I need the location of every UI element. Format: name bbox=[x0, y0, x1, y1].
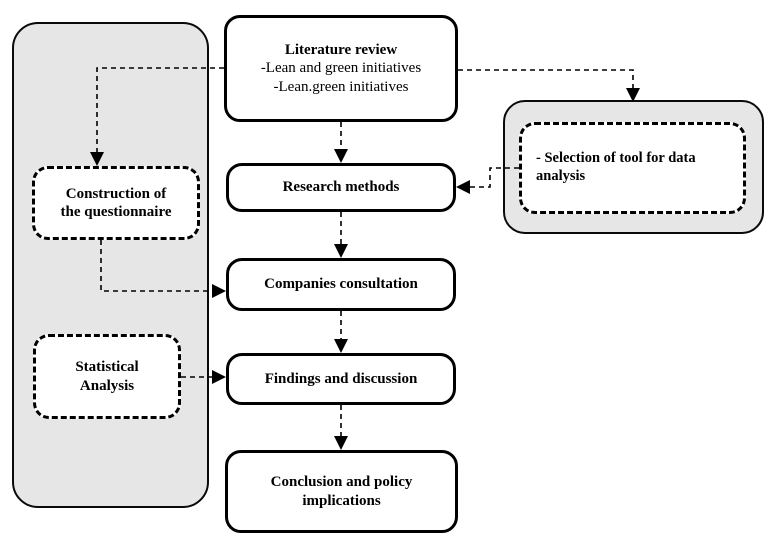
node-research-methods[interactable]: Research methods bbox=[226, 163, 456, 212]
node-construction-of-the-questionnaire[interactable]: Construction of the questionnaire bbox=[32, 166, 200, 240]
node-conclusion-and-policy-implications[interactable]: Conclusion and policy implications bbox=[225, 450, 458, 533]
node-construction-line1: Construction of bbox=[65, 185, 167, 202]
arrowhead-tool-to-research bbox=[456, 180, 470, 194]
node-construction-line2: the questionnaire bbox=[60, 204, 172, 220]
arrowhead-findings-to-conclusion bbox=[334, 436, 348, 450]
node-literature-review-title: Literature review bbox=[284, 42, 398, 59]
node-research-methods-label: Research methods bbox=[282, 179, 400, 196]
node-literature-review-line1: -Lean and green initiatives bbox=[260, 60, 422, 77]
node-conclusion-line1: Conclusion and policy bbox=[270, 474, 413, 491]
arrowhead-companies-to-findings bbox=[334, 339, 348, 353]
node-findings-and-discussion-label: Findings and discussion bbox=[264, 370, 418, 387]
node-literature-review[interactable]: Literature review -Lean and green initia… bbox=[224, 15, 458, 122]
node-literature-review-line2: -Lean.green initiatives bbox=[273, 78, 409, 95]
node-companies-consultation[interactable]: Companies consultation bbox=[226, 258, 456, 311]
arrowhead-construction-to-companies bbox=[212, 284, 226, 298]
node-tool-line2: analysis bbox=[536, 168, 586, 184]
node-conclusion-line2: implications bbox=[302, 492, 381, 509]
node-tool-line1: - Selection of tool for data bbox=[536, 150, 696, 167]
arrowhead-literature-to-research bbox=[334, 149, 348, 163]
arrowhead-statistical-to-findings bbox=[212, 370, 226, 384]
node-findings-and-discussion[interactable]: Findings and discussion bbox=[226, 353, 456, 405]
arrowhead-research-to-companies bbox=[334, 244, 348, 258]
node-statistical-analysis[interactable]: Statistical Analysis bbox=[33, 334, 181, 419]
node-statistical-line1: Statistical bbox=[75, 359, 139, 376]
node-companies-consultation-label: Companies consultation bbox=[264, 276, 418, 293]
wire-literature-to-tool bbox=[458, 69, 634, 92]
left-grey-panel bbox=[12, 22, 209, 508]
node-statistical-line2: Analysis bbox=[79, 377, 135, 394]
node-selection-of-tool-for-data-analysis[interactable]: - Selection of tool for data analysis bbox=[519, 122, 746, 214]
